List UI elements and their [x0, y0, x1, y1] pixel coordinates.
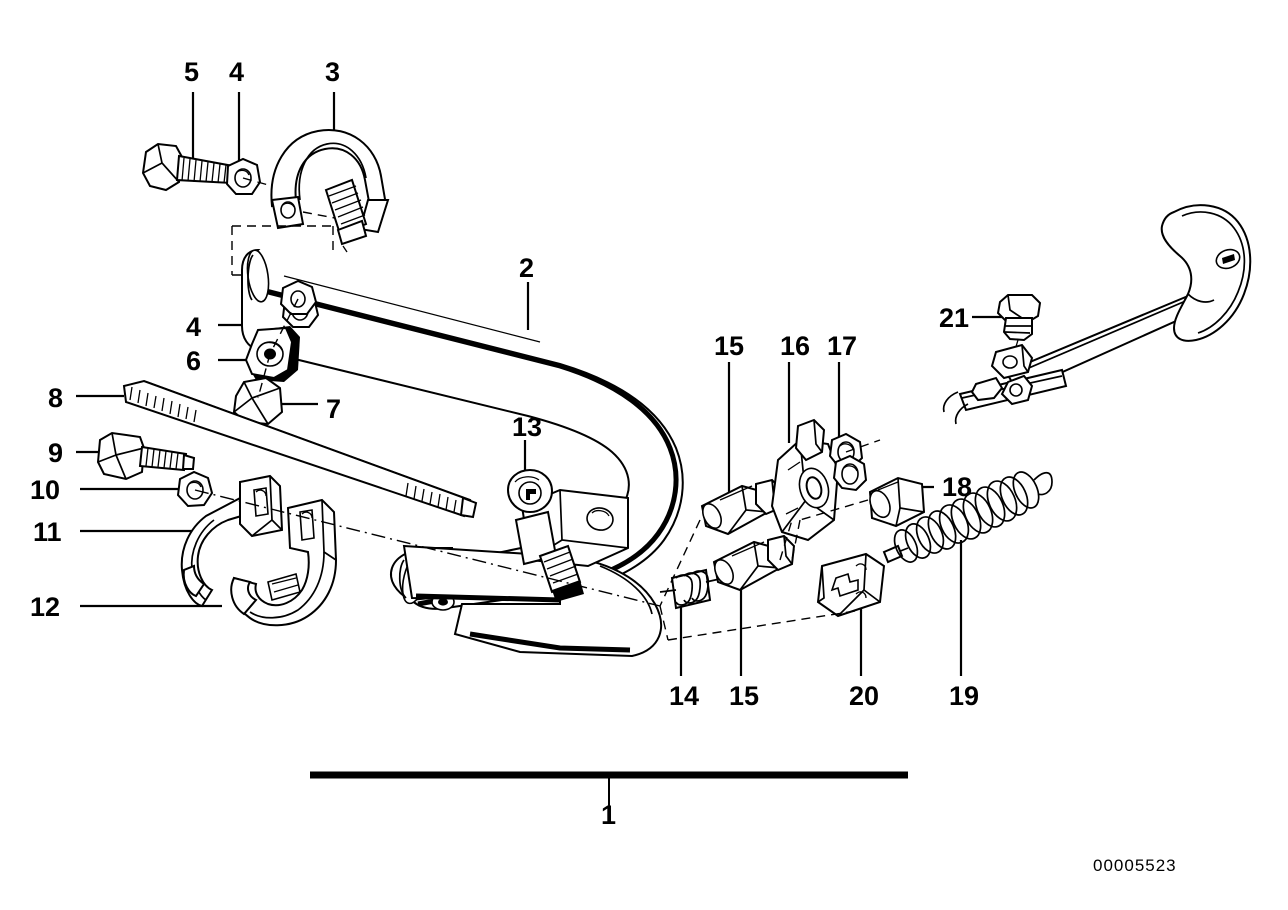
callout-9: 9	[48, 438, 64, 468]
callout-15-top: 15	[714, 331, 745, 361]
part-10-flat-washer	[176, 470, 214, 508]
callout-16: 16	[780, 331, 811, 361]
callout-18: 18	[942, 472, 973, 502]
callout-10: 10	[30, 475, 61, 505]
callout-2: 2	[519, 253, 535, 283]
part-16-pivot-bracket	[770, 418, 840, 542]
diagram-id-text: 00005523	[1093, 856, 1177, 875]
callout-7: 7	[326, 394, 342, 424]
assembly-bracket-1	[310, 771, 908, 808]
part-19-return-spring	[882, 471, 1053, 564]
callout-17: 17	[827, 331, 858, 361]
part-12-hook-bracket	[230, 498, 338, 627]
part-18-sleeve	[868, 476, 926, 528]
foot-lever-arm	[942, 204, 1252, 425]
callout-21: 21	[939, 303, 970, 333]
callout-20: 20	[849, 681, 880, 711]
callout-19: 19	[949, 681, 980, 711]
callout-15-bottom: 15	[729, 681, 760, 711]
part-11-hook-bracket	[180, 474, 284, 608]
callout-4-left: 4	[186, 312, 202, 342]
callout-12: 12	[30, 592, 61, 622]
leader-lines	[76, 92, 1006, 676]
callout-1: 1	[601, 800, 617, 830]
callout-11: 11	[33, 517, 62, 547]
callout-3: 3	[325, 57, 341, 87]
part-20-mounting-plate	[816, 552, 886, 618]
construction-lines-right	[659, 439, 881, 641]
callout-8: 8	[48, 383, 64, 413]
part-2-stand-frame	[241, 248, 684, 658]
callout-4-top: 4	[229, 57, 245, 87]
part-15-bushing-lower	[712, 534, 796, 592]
part-14-small-spring	[659, 568, 725, 610]
part-8-threaded-rod	[122, 379, 478, 519]
part-9-socket-screw	[96, 431, 196, 481]
part-13-collar-washer	[506, 468, 554, 514]
callout-6: 6	[186, 346, 202, 376]
frame-mount-tab	[514, 488, 629, 602]
callout-13: 13	[512, 412, 543, 442]
callout-5: 5	[184, 57, 200, 87]
construction-axis-lower-left	[194, 489, 661, 607]
part-15-bushing-upper	[700, 478, 784, 536]
part-4-washer-on-tube	[279, 279, 318, 315]
callout-14: 14	[669, 681, 700, 711]
part-4-washer-top	[225, 157, 262, 195]
part-6-spacer-bushing	[244, 326, 300, 382]
part-3-u-clip	[270, 128, 390, 253]
construction-axis-left	[257, 298, 299, 399]
